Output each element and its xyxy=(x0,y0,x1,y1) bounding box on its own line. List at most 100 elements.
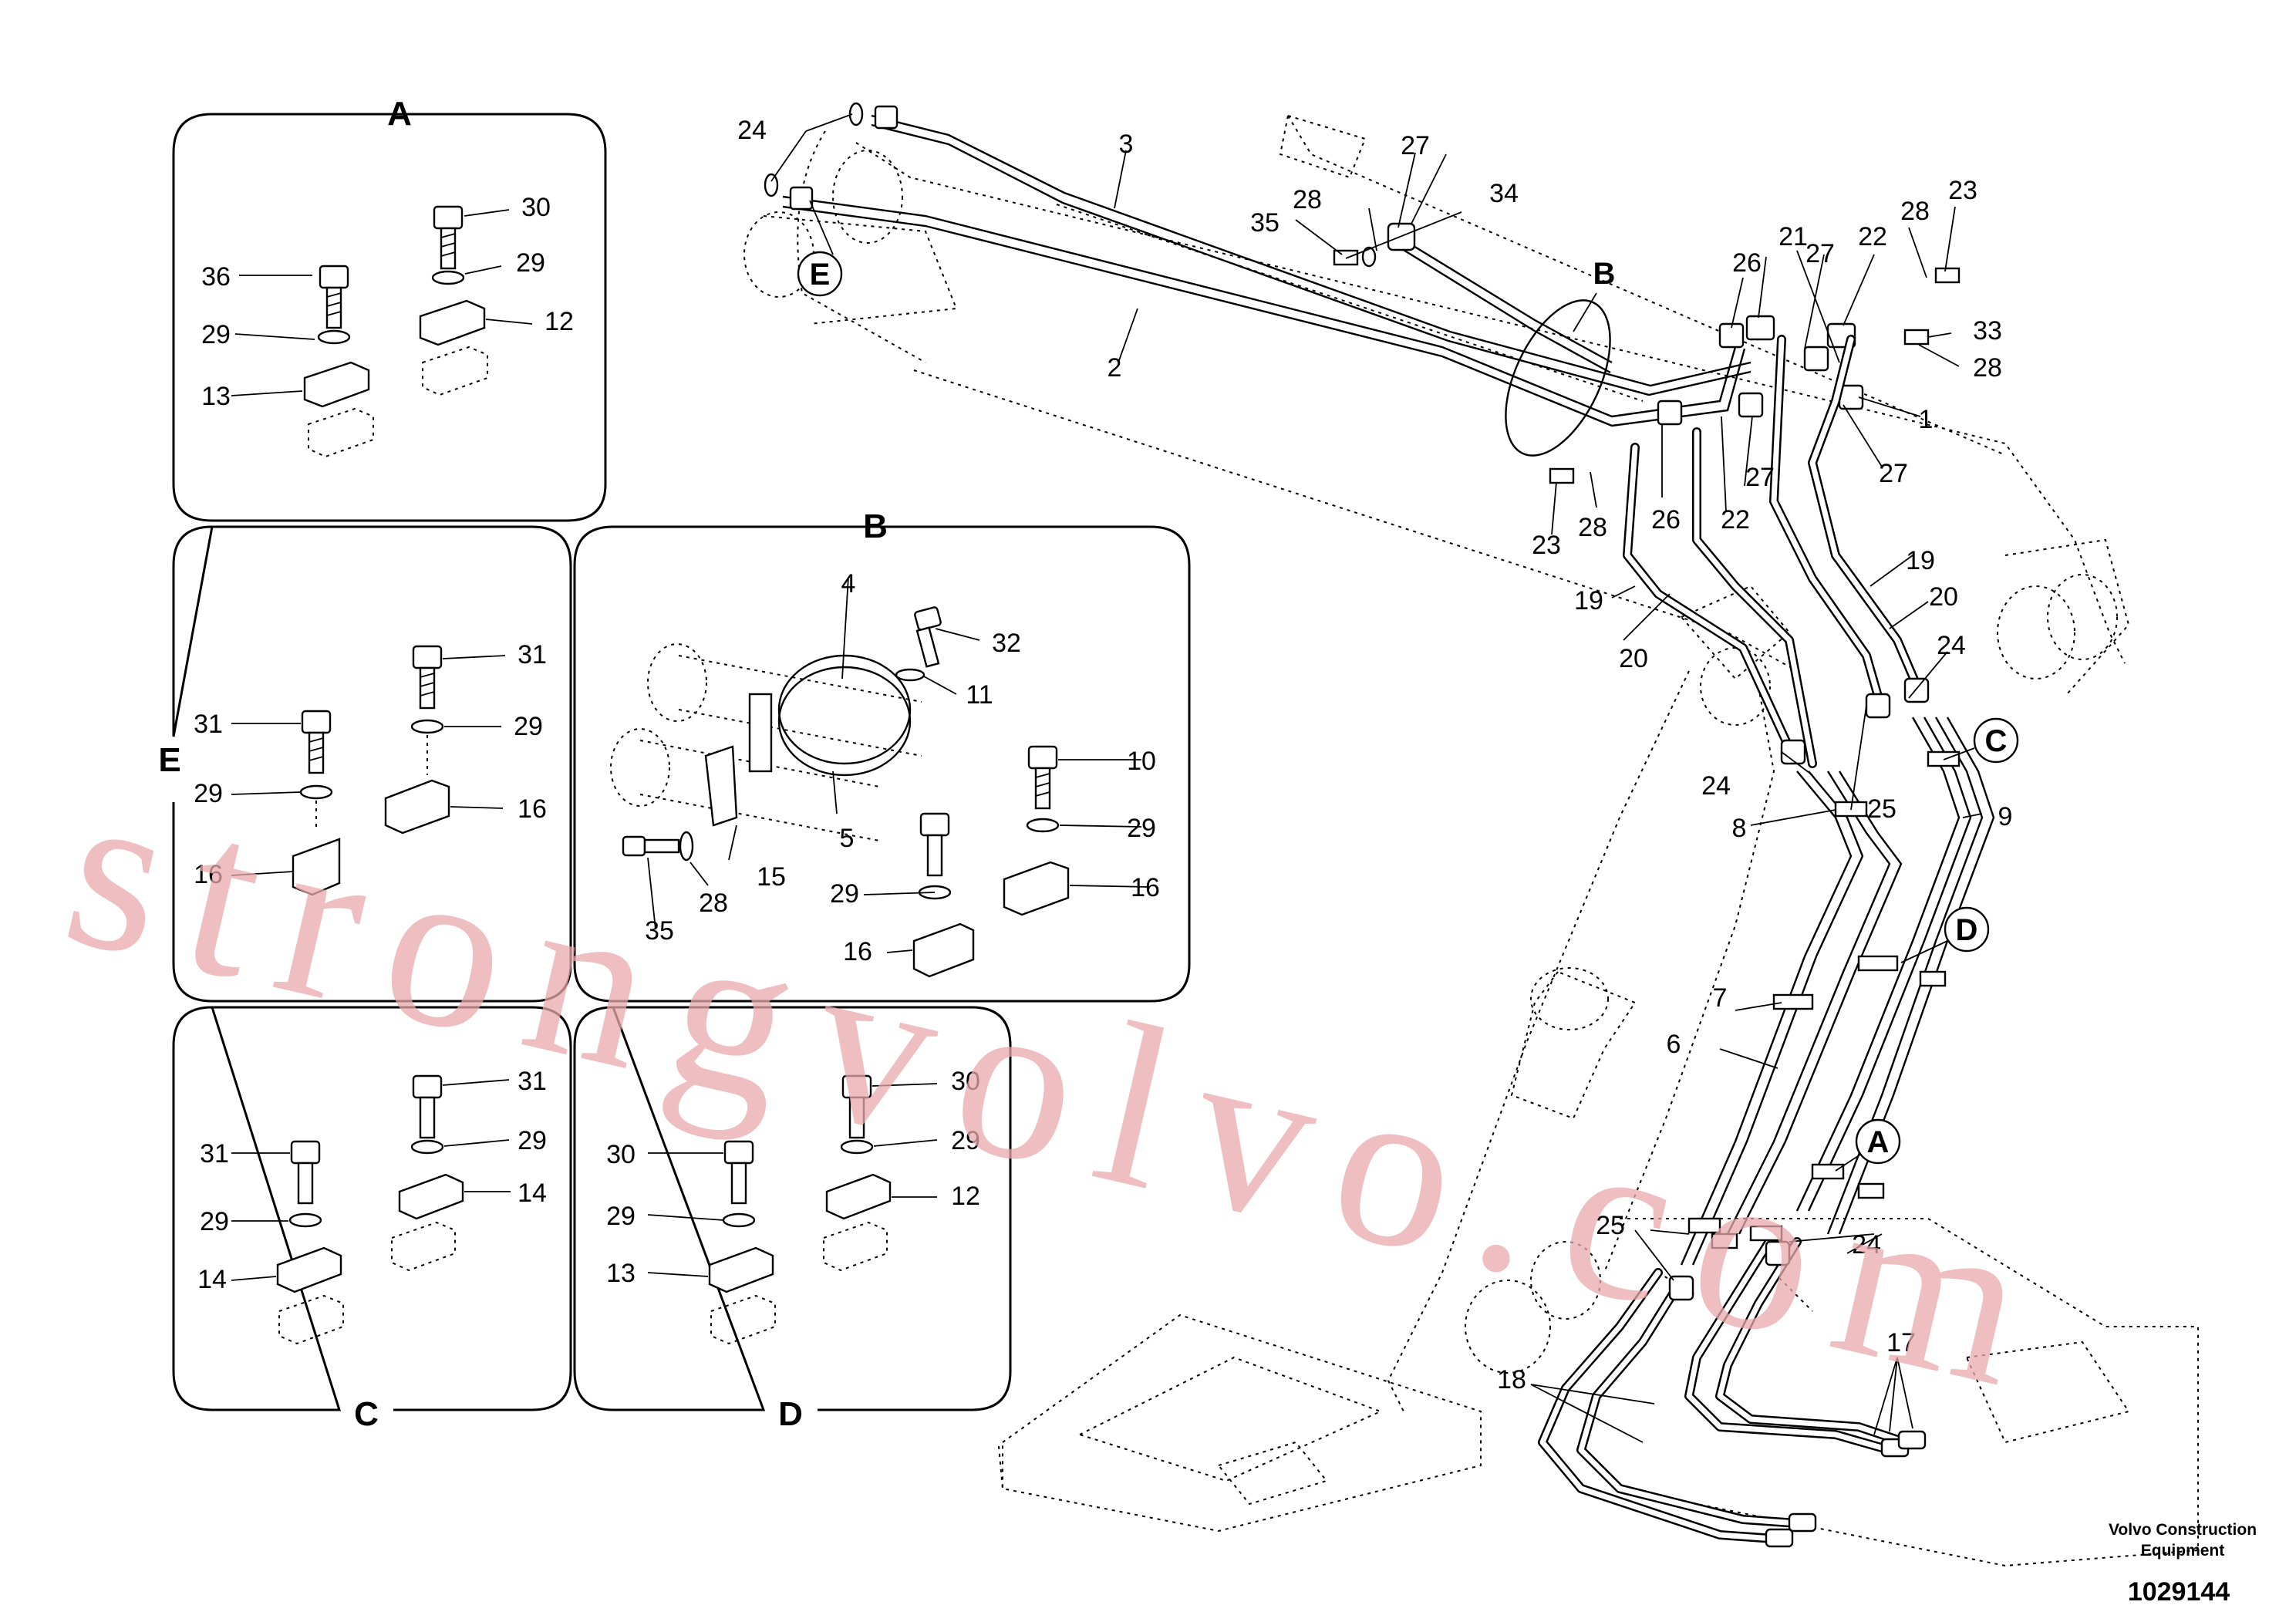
bracket-4 xyxy=(748,693,773,773)
clamp-12 xyxy=(825,1173,892,1220)
detail-panel-c: C xyxy=(172,1006,572,1433)
callout-16: 16 xyxy=(1131,873,1160,902)
callout-24: 24 xyxy=(1701,771,1731,801)
callout-29: 29 xyxy=(830,879,859,909)
clamp-a xyxy=(1811,1163,1845,1180)
detail-panel-b: B xyxy=(573,508,1191,1003)
callout-12: 12 xyxy=(544,307,574,336)
callout-30: 30 xyxy=(606,1140,636,1169)
o-ring-24 xyxy=(764,173,779,197)
washer-29 xyxy=(840,1139,874,1155)
callout-31: 31 xyxy=(194,710,223,739)
fitting-26 xyxy=(1718,322,1745,349)
callout-8: 8 xyxy=(1732,814,1747,843)
callout-23: 23 xyxy=(1532,531,1561,560)
callout-9: 9 xyxy=(1998,802,2013,831)
bolt-30 xyxy=(723,1140,754,1205)
callout-14: 14 xyxy=(518,1179,547,1208)
callout-4: 4 xyxy=(841,569,856,599)
ref-label-c: C xyxy=(1985,724,2008,758)
callout-29: 29 xyxy=(606,1202,636,1231)
ref-circle-d xyxy=(1944,906,1990,953)
callout-30: 30 xyxy=(521,193,551,222)
brand-line-1: Volvo Construction xyxy=(2109,1521,2257,1539)
callout-26: 26 xyxy=(1651,505,1681,534)
callout-27: 27 xyxy=(1745,463,1775,492)
fitting-27 xyxy=(1803,346,1829,372)
coupling-24 xyxy=(1903,677,1930,703)
callout-29: 29 xyxy=(200,1207,229,1236)
panel-label-c: C xyxy=(354,1395,379,1433)
hose-end-17 xyxy=(1897,1430,1927,1450)
callout-27: 27 xyxy=(1879,459,1908,488)
washer-29 xyxy=(1026,818,1060,833)
detail-panel-a: A xyxy=(172,95,607,522)
clamp-16 xyxy=(384,779,450,835)
clamp-25 xyxy=(1687,1217,1721,1234)
panel-label-e: E xyxy=(158,741,180,779)
callout-2: 2 xyxy=(1108,353,1122,383)
bolt-35 xyxy=(622,835,680,857)
callout-15: 15 xyxy=(757,862,786,892)
callout-1: 1 xyxy=(1919,405,1934,434)
band-clamp-4 xyxy=(777,654,912,765)
callout-17: 17 xyxy=(1886,1328,1916,1357)
drawing-number: 1029144 xyxy=(2128,1577,2230,1607)
callout-27: 27 xyxy=(1401,131,1430,160)
clamp-13 xyxy=(708,1246,774,1293)
callout-31: 31 xyxy=(200,1139,229,1168)
callout-3: 3 xyxy=(1119,130,1134,159)
fitting-e xyxy=(789,186,814,211)
fitting-27 xyxy=(1738,392,1764,418)
bolt-33 xyxy=(1903,329,1930,346)
clamp-d xyxy=(1857,955,1899,972)
block-15 xyxy=(704,745,738,827)
bolt-35 xyxy=(1333,249,1359,266)
washer-29 xyxy=(410,719,444,734)
callout-numbers: 36 29 13 30 29 12 31 29 16 31 29 16 4 32… xyxy=(194,116,2012,1394)
coupling-24 xyxy=(1765,1240,1791,1266)
bolt-30-b xyxy=(919,812,950,877)
callout-28: 28 xyxy=(1578,513,1607,542)
callout-29: 29 xyxy=(514,712,543,741)
callout-28: 28 xyxy=(1293,185,1322,214)
panel-label-a: A xyxy=(387,95,412,133)
callout-25: 25 xyxy=(1867,794,1896,824)
callout-19: 19 xyxy=(1906,546,1935,575)
clamp-14 xyxy=(398,1173,464,1220)
bolt-a xyxy=(1857,1182,1885,1199)
coupling-24 xyxy=(1749,1225,1783,1242)
bolt-36 xyxy=(319,265,349,329)
clamp-7 xyxy=(1772,993,1814,1010)
bolt-23 xyxy=(1934,267,1961,284)
callout-6: 6 xyxy=(1667,1030,1681,1059)
clamp-16 xyxy=(912,922,975,978)
callout-29: 29 xyxy=(518,1126,547,1155)
callout-23: 23 xyxy=(1948,176,1977,205)
ref-label-a: A xyxy=(1867,1125,1890,1159)
washer-29 xyxy=(288,1212,322,1228)
hose-end-18 xyxy=(1765,1528,1794,1548)
detail-panel-e: E xyxy=(158,525,572,1003)
hose-end-18 xyxy=(1788,1512,1817,1533)
callout-28: 28 xyxy=(1973,353,2002,383)
callout-32: 32 xyxy=(992,629,1021,658)
callout-25: 25 xyxy=(1596,1211,1625,1240)
bolt-31 xyxy=(412,1074,443,1139)
callout-34: 34 xyxy=(1489,179,1519,208)
watermark: strongvolvo.com xyxy=(46,737,2076,1442)
bolt-31 xyxy=(301,710,332,774)
washer-28 xyxy=(1361,246,1377,268)
bolt-30 xyxy=(841,1074,872,1139)
o-ring-24 xyxy=(848,102,864,126)
callout-29: 29 xyxy=(201,320,231,349)
washer-29 xyxy=(410,1139,444,1155)
callout-30: 30 xyxy=(951,1067,980,1096)
callout-16: 16 xyxy=(194,860,223,889)
ref-label-e: E xyxy=(810,258,831,292)
fitting-21 xyxy=(1745,315,1775,341)
coupling-24 xyxy=(1865,693,1891,719)
panel-label-d: D xyxy=(778,1395,803,1433)
callout-13: 13 xyxy=(201,382,231,411)
clamp-12 xyxy=(419,299,486,346)
